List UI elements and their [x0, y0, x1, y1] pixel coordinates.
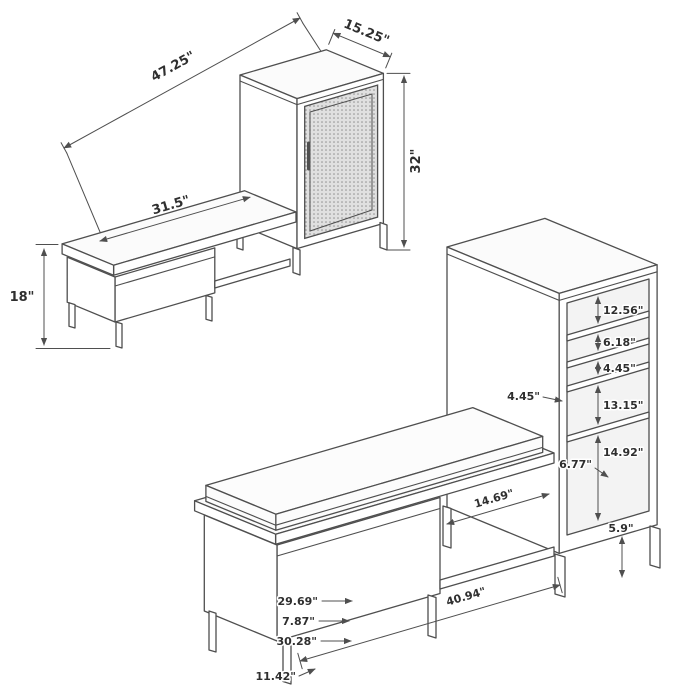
bench-leg: [205, 294, 213, 322]
dim-label-bench-top-width: 29.69": [277, 595, 318, 608]
bench-leg: [115, 321, 123, 349]
shelf-board: [566, 310, 650, 342]
extension-line: [328, 29, 336, 45]
bench-leg: [68, 302, 76, 329]
cushion-piping: [205, 495, 277, 526]
bench-leg: [282, 640, 292, 685]
dim-label-shelf-inset: 4.45": [507, 390, 540, 403]
bench-box-left: [203, 514, 278, 642]
bench-seat-left-edge: [61, 243, 115, 276]
mesh-door-pattern: [304, 84, 379, 240]
dimension-tick: [297, 652, 303, 670]
dim-label-shelf-gap-4: 13.15": [603, 399, 644, 412]
large-view: 12.56" 6.18" 4.45" 13.15" 14.92" 4.45" 6…: [193, 217, 661, 685]
dim-label-left-depth: 11.42": [255, 670, 296, 683]
extension-line: [385, 52, 393, 69]
bench-box-seam: [114, 256, 216, 287]
dim-label-cabinet-height: 32": [409, 149, 424, 174]
bench-box-seam: [276, 507, 441, 557]
dimension-line-top-depth: [332, 32, 391, 58]
dim-label-front-length: 40.94": [445, 585, 488, 609]
dim-label-shelf-gap-bottom: 14.92": [603, 446, 644, 459]
cushion-piping: [275, 446, 544, 526]
cabinet-leg: [292, 246, 301, 276]
shelf-board: [566, 337, 650, 369]
dimension-tick: [60, 142, 68, 154]
leader-shelf-inset: [542, 396, 563, 403]
tower-leg: [554, 553, 566, 598]
dimension-line-bench-top: [99, 196, 251, 243]
dimension-tick: [296, 12, 304, 24]
bench-bottom-rail: [214, 258, 291, 289]
dim-label-shelf-gap-1: 12.56": [603, 304, 644, 317]
dim-label-shelf-gap-3: 4.45": [603, 362, 636, 375]
tower-leg: [442, 505, 452, 549]
bench-box-left: [66, 256, 116, 323]
dim-label-bench-frame-height: 7.87": [282, 615, 315, 628]
dim-label-bench-bottom-width: 30.28": [276, 635, 317, 648]
shelf-board: [566, 361, 650, 393]
dimension-line-overall-length: [63, 17, 301, 149]
door-inner-frame: [309, 93, 373, 232]
leader-left-depth: [298, 668, 316, 677]
bench-bottom-rail: [439, 546, 555, 590]
extension-line: [302, 22, 325, 57]
cabinet-leg: [379, 221, 388, 251]
cabinet-top-lip: [239, 80, 298, 106]
dim-label-top-depth: 15.25": [341, 17, 391, 49]
shelf-opening: [566, 278, 650, 536]
bench-leg: [208, 610, 217, 653]
tower-leg: [649, 525, 661, 569]
bench-leg: [427, 594, 437, 639]
cabinet-top-lip: [296, 78, 384, 106]
leader-base-gap: [594, 467, 609, 478]
tower-top-lip: [558, 271, 658, 301]
dimension-line-front-length: [299, 583, 561, 663]
dim-label-shelf-gap-2: 6.18": [603, 336, 636, 349]
small-view: 47.25" 15.25" 32": [8, 12, 426, 349]
tower-top-lip: [446, 253, 560, 301]
dim-label-bench-height: 18": [10, 290, 35, 305]
dimension-line-open-section: [446, 492, 550, 526]
dimension-tick: [557, 576, 563, 594]
shelf-board: [566, 411, 650, 443]
dim-label-leg-height: 5.9": [608, 522, 633, 535]
dim-label-base-gap: 6.77": [559, 458, 592, 471]
dim-label-overall-length: 47.25": [149, 49, 198, 85]
